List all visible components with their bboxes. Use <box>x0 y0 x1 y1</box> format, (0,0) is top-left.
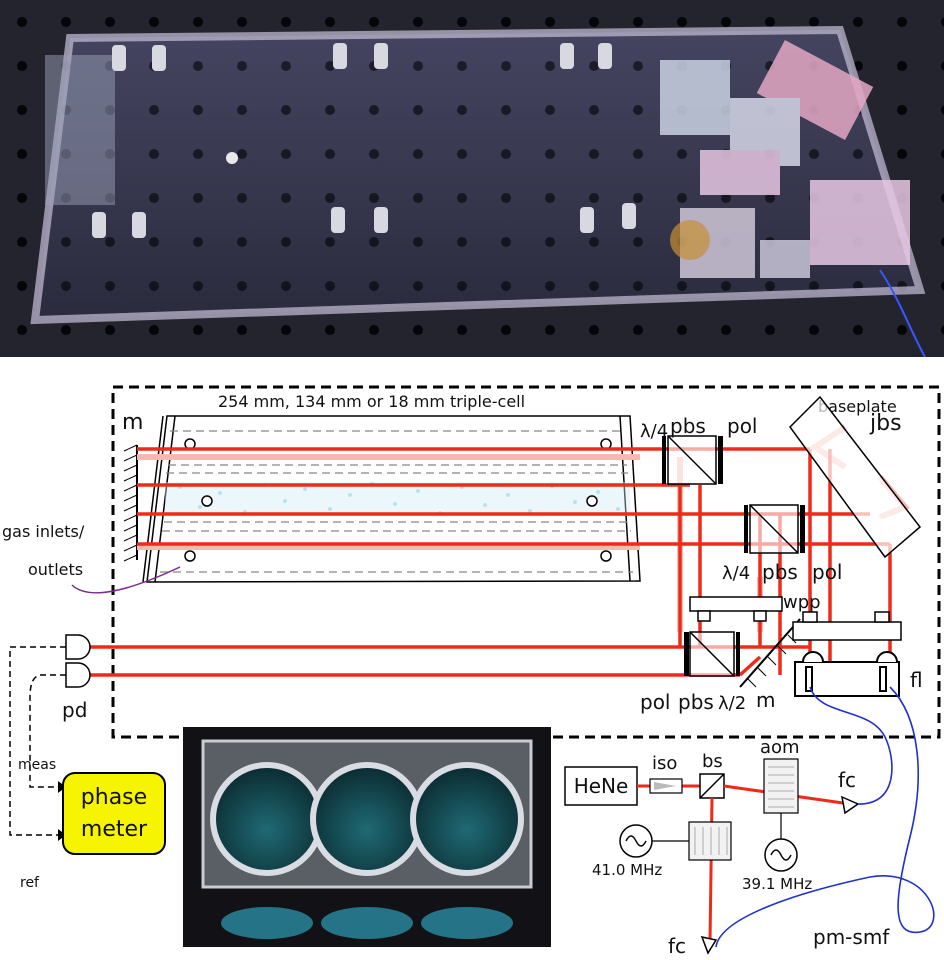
fiber-coupler-right-icon <box>841 795 860 815</box>
mirror-left-hatch <box>123 444 138 562</box>
optical-bench-photo <box>0 0 944 357</box>
signal-cables <box>9 646 66 836</box>
mirror-right-label: m <box>756 688 775 712</box>
mirror-right-hatch <box>747 634 797 688</box>
gas-inlet-holes <box>184 438 612 562</box>
freq-2-label: 39.1 MHz <box>742 875 812 893</box>
wpp-label: wpp <box>783 592 821 613</box>
bs-label: bs <box>702 751 723 772</box>
gas-particles <box>165 482 630 516</box>
triple-cell <box>146 415 641 583</box>
pbs-1 <box>667 435 717 485</box>
pbs-1-label: pbs <box>670 414 706 438</box>
fiber-coupler-bottom-icon <box>700 935 718 955</box>
pbs-2-label: pbs <box>762 560 798 584</box>
aom-2-gratings <box>694 827 728 855</box>
gas-inlets-label-line1: gas inlets/ <box>2 522 85 541</box>
pbs-3 <box>689 631 735 677</box>
qwp-2 <box>744 505 748 553</box>
baseplate-label: baseplate <box>818 397 897 416</box>
fiber-launcher <box>794 651 900 697</box>
phase-meter-label-2: meter <box>81 817 148 842</box>
iso-label: iso <box>652 753 677 774</box>
qwp-1-label: λ/4 <box>640 421 668 442</box>
freq-1-label: 41.0 MHz <box>592 861 662 879</box>
aom-2 <box>688 821 732 861</box>
meas-label: meas <box>18 757 56 773</box>
fiber-launcher-prisms <box>792 611 902 641</box>
pol-1-label: pol <box>727 414 758 438</box>
gas-inlet-leader <box>71 566 181 594</box>
cell-title: 254 mm, 134 mm or 18 mm triple-cell <box>218 392 525 411</box>
pol-3-label: pol <box>640 690 671 714</box>
jbs-plate <box>789 395 922 559</box>
mirror-left-label: m <box>122 410 143 435</box>
pm-smf-fibers <box>715 686 935 948</box>
wpp-plate <box>689 596 783 622</box>
optical-bench-photo-art <box>0 0 944 357</box>
triple-cell-photo-art <box>183 727 551 947</box>
cell-window-right <box>619 415 631 582</box>
qwp-2-label: λ/4 <box>722 563 750 584</box>
pol-2-label: pol <box>812 560 843 584</box>
hwp <box>736 632 740 676</box>
aom-1 <box>763 758 799 814</box>
mirror-right-surface <box>739 618 801 688</box>
pol-1 <box>718 436 723 484</box>
fc-bottom-label: fc <box>668 934 686 958</box>
phase-meter-label-1: phase <box>81 785 147 810</box>
hwp-label: λ/2 <box>718 693 746 714</box>
cell-window-left-inner <box>154 415 176 583</box>
setup-diagram: baseplate m 254 mm, 134 mm or 18 mm trip… <box>2 385 941 958</box>
pol-3 <box>684 632 689 676</box>
photodiodes <box>65 634 91 688</box>
pm-smf-label: pm-smf <box>813 925 890 949</box>
pbs-2 <box>749 504 799 554</box>
aom-1-gratings <box>768 766 794 808</box>
cell-compartments <box>160 430 633 573</box>
aom-label: aom <box>760 737 800 758</box>
fc-right-label: fc <box>838 768 856 792</box>
hene-laser-box <box>564 766 638 806</box>
cell-window-left <box>142 415 164 583</box>
gas-inlets-label-line2: outlets <box>28 560 83 579</box>
jbs-label: jbs <box>869 411 902 436</box>
hene-label: HeNe <box>574 774 629 798</box>
fl-label: fl <box>910 668 923 692</box>
aom2-beam <box>708 797 714 943</box>
isolator-arrow-icon <box>654 782 676 790</box>
pbs-3-label: pbs <box>678 690 714 714</box>
pol-2 <box>800 505 805 553</box>
pd-label: pd <box>62 698 87 722</box>
qwp-1 <box>662 436 666 484</box>
triple-cell-photo <box>183 727 551 947</box>
ref-label: ref <box>20 875 40 891</box>
phase-meter-box <box>62 772 166 855</box>
